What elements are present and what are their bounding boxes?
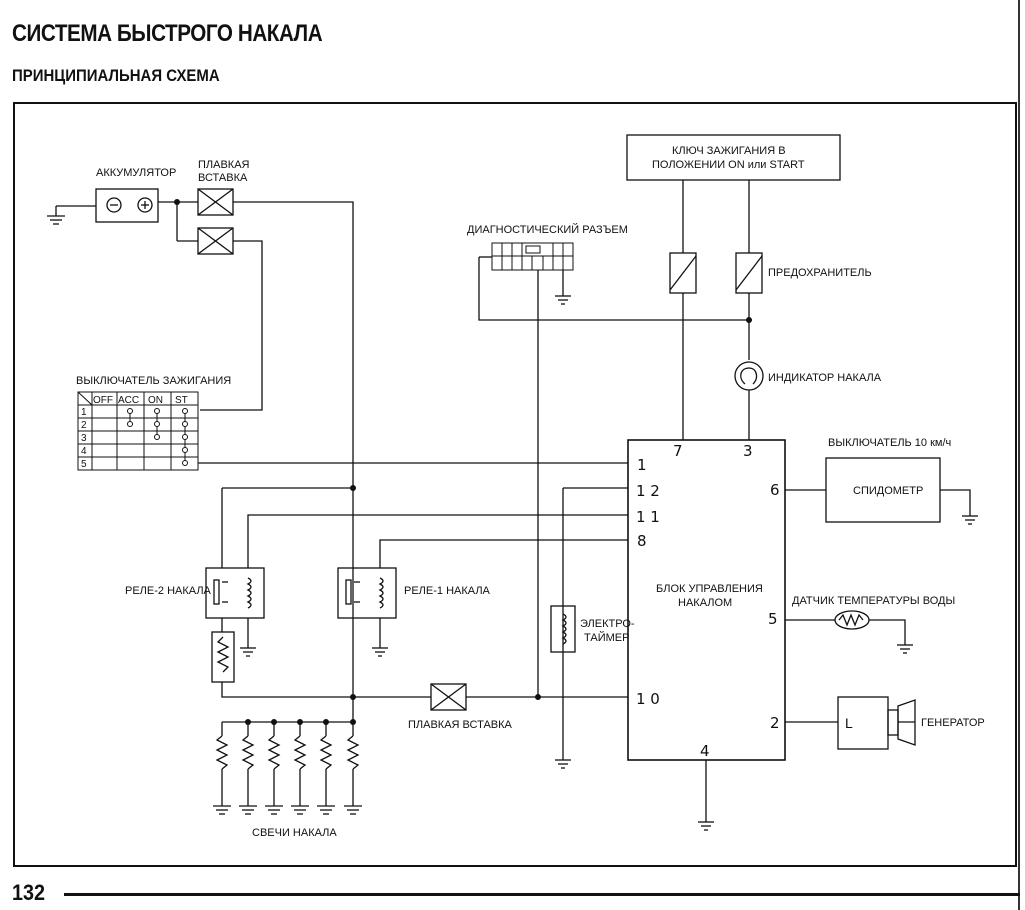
junction-dot bbox=[350, 485, 356, 491]
switch-row-5: 5 bbox=[81, 459, 87, 470]
battery-label: АККУМУЛЯТОР bbox=[96, 167, 176, 179]
switch-row-2: 2 bbox=[81, 420, 87, 431]
pin-8: 8 bbox=[637, 532, 647, 550]
ignition-key-label-1: КЛЮЧ ЗАЖИГАНИЯ В bbox=[672, 145, 786, 157]
ground-icon bbox=[698, 821, 714, 831]
switch-row-1: 1 bbox=[81, 407, 87, 418]
electro-timer-label-2: ТАЙМЕР bbox=[584, 631, 629, 644]
pin-10: 1 0 bbox=[636, 690, 660, 708]
relay-2 bbox=[205, 567, 265, 619]
pin-3: 3 bbox=[743, 442, 753, 460]
switch-row-3: 3 bbox=[81, 433, 87, 444]
ignition-key-label-2: ПОЛОЖЕНИИ ON или START bbox=[652, 159, 805, 171]
speedometer-label: СПИДОМЕТР bbox=[853, 485, 923, 497]
fusible-link-bottom bbox=[430, 683, 467, 711]
ground-icon bbox=[555, 295, 571, 305]
ground-icon bbox=[555, 759, 571, 769]
pin-2: 2 bbox=[770, 714, 780, 732]
ground-icon bbox=[240, 647, 256, 657]
pin-7: 7 bbox=[673, 442, 683, 460]
fusible-link-2 bbox=[197, 227, 234, 255]
battery bbox=[47, 188, 159, 225]
glow-indicator-label: ИНДИКАТОР НАКАЛА bbox=[768, 372, 882, 384]
switch-col-st: ST bbox=[175, 395, 188, 406]
fuse-1 bbox=[669, 252, 697, 294]
water-temp-sensor-label: ДАТЧИК ТЕМПЕРАТУРЫ ВОДЫ bbox=[792, 595, 955, 607]
junction-dot bbox=[535, 694, 541, 700]
switch-contacts bbox=[127, 408, 188, 466]
glow-plugs-label: СВЕЧИ НАКАЛА bbox=[252, 827, 337, 839]
fusible-link-bottom-label: ПЛАВКАЯ ВСТАВКА bbox=[408, 719, 513, 731]
page-edge bbox=[1018, 0, 1020, 910]
ignition-key-box bbox=[626, 134, 841, 181]
ground-icon bbox=[372, 647, 388, 657]
battery-negative-icon bbox=[106, 197, 122, 213]
diagram-frame bbox=[13, 102, 1017, 867]
generator-pulley-icon bbox=[887, 699, 916, 746]
switch-col-off: OFF bbox=[93, 395, 113, 406]
footer-rule bbox=[64, 893, 1020, 896]
pin-6: 6 bbox=[770, 481, 780, 499]
relay1-label: РЕЛЕ-1 НАКАЛА bbox=[404, 585, 491, 597]
page-subtitle: ПРИНЦИПИАЛЬНАЯ СХЕМА bbox=[12, 66, 220, 85]
control-unit-label-1: БЛОК УПРАВЛЕНИЯ bbox=[656, 583, 763, 595]
electro-timer-label-1: ЭЛЕКТРО- bbox=[580, 618, 635, 630]
glow-indicator-lamp-icon bbox=[734, 361, 764, 391]
control-unit-label-2: НАКАЛОМ bbox=[678, 597, 732, 609]
pin-11: 1 1 bbox=[636, 508, 660, 526]
generator-label: ГЕНЕРАТОР bbox=[921, 717, 985, 729]
pin-4: 4 bbox=[700, 742, 710, 760]
ground-icon bbox=[897, 644, 913, 654]
page-title: СИСТЕМА БЫСТРОГО НАКАЛА bbox=[12, 20, 323, 47]
glow-plugs bbox=[213, 721, 363, 815]
electro-timer bbox=[550, 605, 576, 653]
pin-1: 1 bbox=[637, 456, 647, 474]
page-number: 132 bbox=[12, 880, 46, 905]
fusible-link-top-label-1: ПЛАВКАЯ bbox=[198, 159, 250, 171]
fusible-link-top-label-2: ВСТАВКА bbox=[198, 172, 248, 184]
relay-1 bbox=[337, 567, 397, 619]
switch-col-on: ON bbox=[148, 395, 163, 406]
ground-icon bbox=[962, 515, 978, 525]
diag-connector bbox=[491, 242, 574, 271]
ignition-switch-table bbox=[77, 391, 199, 471]
fuse-2 bbox=[735, 252, 763, 294]
relay2-label: РЕЛЕ-2 НАКАЛА bbox=[125, 585, 212, 597]
switch-col-acc: ACC bbox=[118, 395, 139, 406]
pin-5: 5 bbox=[768, 610, 778, 628]
switch-row-4: 4 bbox=[81, 446, 87, 457]
diag-connector-label: ДИАГНОСТИЧЕСКИЙ РАЗЪЕМ bbox=[467, 223, 628, 236]
generator-terminal-label: L bbox=[845, 715, 853, 731]
water-temp-sensor-icon bbox=[834, 610, 870, 630]
battery-positive-icon bbox=[137, 197, 153, 213]
resistor bbox=[211, 631, 235, 683]
fusible-link-1 bbox=[197, 188, 234, 216]
pin-12: 1 2 bbox=[636, 482, 660, 500]
fuse-label: ПРЕДОХРАНИТЕЛЬ bbox=[768, 267, 872, 279]
speed-switch-label: ВЫКЛЮЧАТЕЛЬ 10 км/ч bbox=[828, 437, 951, 449]
ignition-switch-label: ВЫКЛЮЧАТЕЛЬ ЗАЖИГАНИЯ bbox=[76, 375, 231, 387]
